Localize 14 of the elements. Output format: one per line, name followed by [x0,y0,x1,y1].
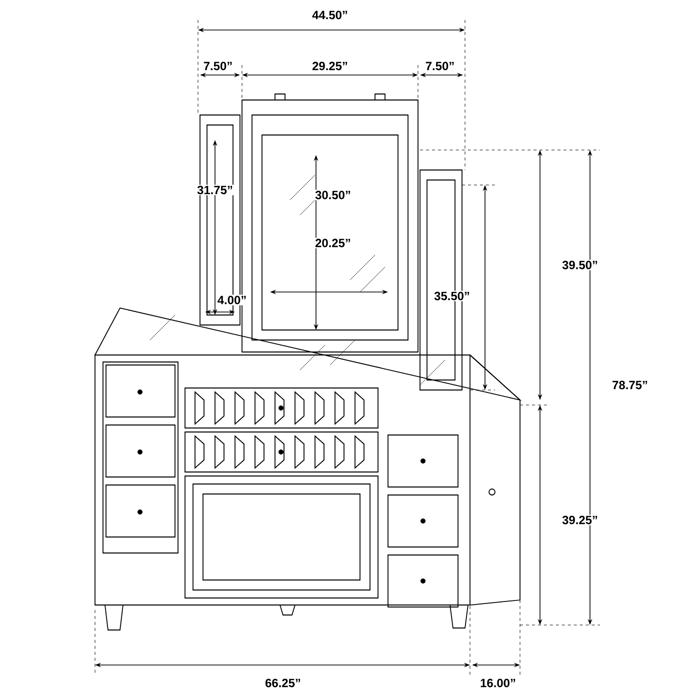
dimension-label: 29.25” [311,60,349,72]
dimension-label: 16.00” [479,678,517,688]
dimension-label: 7.50” [202,60,234,72]
dimension-label: 20.25” [314,238,352,248]
dimension-label: 7.50” [424,60,456,72]
dimension-label: 4.00” [216,294,248,306]
dimension-label: 78.75” [611,380,649,390]
dimension-label: 30.50” [314,190,352,200]
dimension-label: 31.75” [196,184,234,196]
dimension-label: 44.50” [311,10,349,20]
dimension-label: 39.50” [561,260,599,270]
dimension-label: 66.25” [264,678,302,688]
dimension-label: 35.50” [433,290,471,302]
dimension-label: 39.25” [561,514,599,526]
